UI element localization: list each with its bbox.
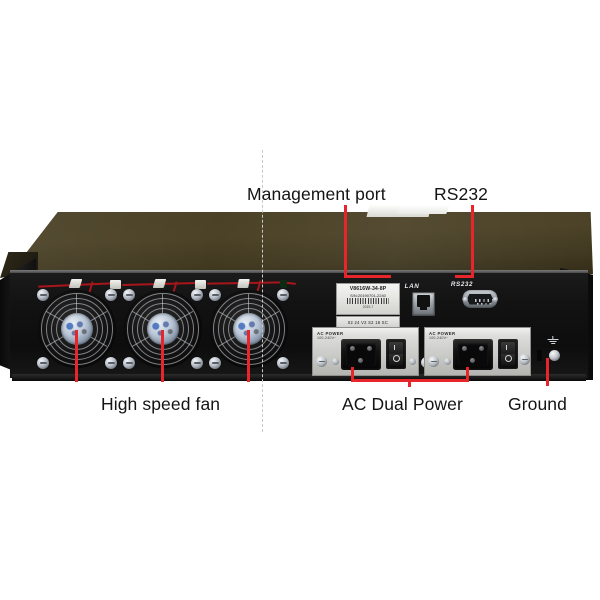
ground-symbol-icon bbox=[546, 336, 560, 345]
leader-management-port-vertical bbox=[344, 205, 347, 278]
ac-power-2-screw-left bbox=[444, 358, 451, 365]
ac-inlet-2[interactable] bbox=[453, 339, 493, 370]
product-label: V8616W-34-8P S/N:20190701-2240 2019-7 bbox=[336, 283, 400, 315]
fan-wire-clip-2 bbox=[110, 280, 121, 289]
lid-sticker-secondary bbox=[396, 205, 450, 214]
fan-3-screw-bl bbox=[209, 357, 221, 369]
product-label-serial: S/N:20190701-2240 bbox=[350, 293, 386, 298]
db9-jackscrew-right bbox=[492, 296, 498, 302]
fan-wire-clip-3 bbox=[152, 279, 167, 288]
fan-3-screw-tr bbox=[277, 289, 289, 301]
callout-ac-dual-power: AC Dual Power bbox=[342, 394, 463, 414]
leader-ac-power-2 bbox=[466, 367, 469, 381]
db9-jackscrew-left bbox=[462, 296, 468, 302]
leader-ground bbox=[546, 358, 549, 386]
ac-power-1-title: AC POWER bbox=[317, 330, 344, 336]
db9-pin-row-top bbox=[474, 298, 493, 302]
ac-inlet-1[interactable] bbox=[341, 339, 381, 370]
callout-ground: Ground bbox=[508, 394, 567, 414]
fan-2 bbox=[123, 289, 203, 369]
ac-power-1-screw-right bbox=[409, 358, 416, 365]
fan-wire-clip-4 bbox=[195, 280, 206, 289]
fan-wire-clip-1 bbox=[68, 279, 83, 288]
chassis-top-rim bbox=[10, 270, 588, 275]
fan-3-screw-tl bbox=[209, 289, 221, 301]
fan-2-screw-bl bbox=[123, 357, 135, 369]
ac-power-1-nut-left bbox=[316, 356, 327, 367]
db9-pin-row-bottom bbox=[476, 302, 493, 305]
leader-ac-power-1 bbox=[351, 367, 354, 381]
ac-power-switch-2-on-mark bbox=[506, 344, 508, 350]
fan-1-screw-bl bbox=[37, 357, 49, 369]
fan-2-screw-tl bbox=[123, 289, 135, 301]
db9-rs232-port[interactable] bbox=[462, 290, 498, 308]
rs232-port-caption: RS232 bbox=[450, 281, 474, 288]
ac-power-2-nut-left bbox=[428, 356, 439, 367]
db9-shell bbox=[467, 293, 493, 305]
ac-inlet-1-mouth bbox=[346, 343, 376, 366]
ac-power-1-screw-left bbox=[332, 358, 339, 365]
fan-wire-clip-5 bbox=[237, 279, 250, 288]
ac-power-1-rating: 100-240V~ bbox=[317, 336, 337, 340]
lan-port-caption: LAN bbox=[404, 283, 420, 290]
ground-slot-vent bbox=[537, 350, 542, 361]
fan-2-screw-br bbox=[191, 357, 203, 369]
product-label-barcode bbox=[347, 298, 389, 304]
product-label-date: 2019-7 bbox=[362, 305, 374, 309]
leader-ac-power-stem bbox=[408, 379, 411, 387]
ac-power-switch-1[interactable] bbox=[386, 339, 406, 369]
ac-power-switch-1-on-mark bbox=[394, 344, 396, 350]
fan-1-screw-tr bbox=[105, 289, 117, 301]
product-label-model: V8616W-34-8P bbox=[349, 286, 387, 292]
vertical-dashed-guide bbox=[262, 150, 263, 432]
ground-stud bbox=[549, 350, 560, 361]
fan-2-hub bbox=[147, 313, 179, 345]
ac-power-2-title: AC POWER bbox=[429, 330, 456, 336]
leader-rs232-foot bbox=[455, 275, 473, 278]
leader-management-port-foot bbox=[344, 275, 391, 278]
product-rating-text: 02 24 V2 S2 18 SC bbox=[347, 320, 389, 325]
leader-fan-1 bbox=[75, 330, 78, 382]
rj45-lan-port[interactable] bbox=[412, 292, 435, 316]
ac-power-module-1: AC POWER 100-240V~ bbox=[312, 327, 419, 376]
fan-1-screw-tl bbox=[37, 289, 49, 301]
ac-power-switch-2-off-mark bbox=[504, 355, 512, 362]
callout-rs232: RS232 bbox=[434, 184, 489, 204]
callout-management-port: Management port bbox=[247, 184, 386, 204]
chassis-nut-right bbox=[519, 354, 530, 365]
ac-power-switch-1-off-mark bbox=[392, 355, 400, 362]
ac-power-module-2: AC POWER 100-240V~ bbox=[424, 327, 531, 376]
ac-power-switch-2-pad bbox=[501, 342, 515, 366]
callout-high-speed-fan: High speed fan bbox=[101, 394, 221, 414]
ac-inlet-2-mouth bbox=[458, 343, 488, 366]
fan-1-screw-br bbox=[105, 357, 117, 369]
chassis-bottom-rail bbox=[12, 374, 586, 381]
chassis-top-lid bbox=[9, 212, 593, 274]
fan-wire-clip-6 bbox=[280, 280, 287, 288]
fan-2-screw-tr bbox=[191, 289, 203, 301]
leader-fan-2 bbox=[161, 330, 164, 382]
ac-power-switch-2[interactable] bbox=[498, 339, 518, 369]
leader-fan-3 bbox=[247, 330, 250, 382]
fan-3-screw-br bbox=[277, 357, 289, 369]
leader-rs232-vertical bbox=[471, 205, 474, 278]
ac-power-switch-1-pad bbox=[389, 342, 403, 366]
ac-power-2-rating: 100-240V~ bbox=[429, 336, 449, 340]
